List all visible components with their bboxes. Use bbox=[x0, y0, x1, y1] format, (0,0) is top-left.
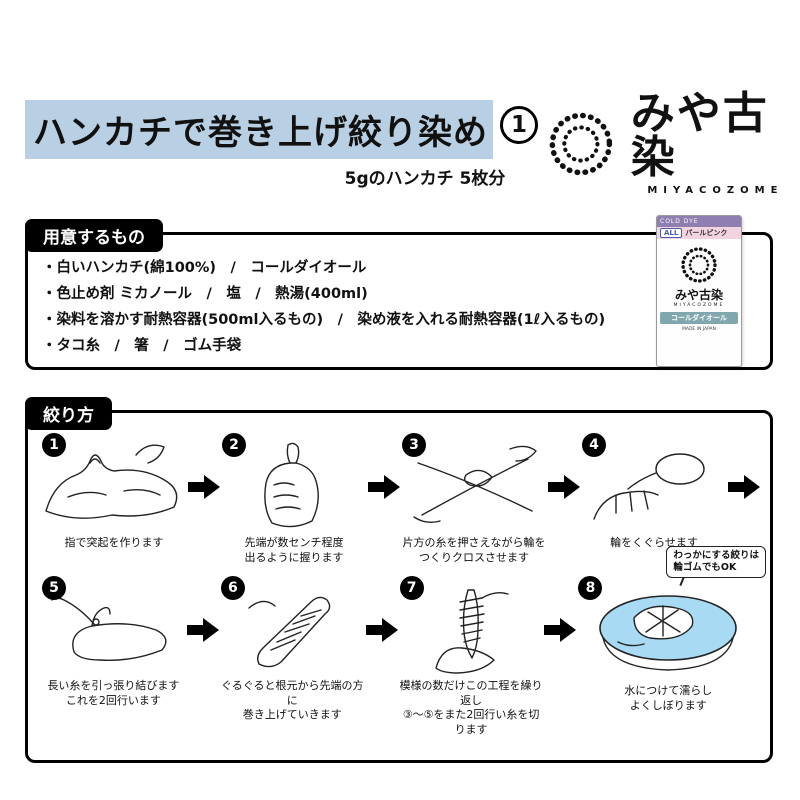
page-title: ハンカチで巻き上げ絞り染め bbox=[25, 100, 493, 159]
step-6-number-badge: 6 bbox=[220, 575, 245, 600]
brand-text-block: みや古染 MIYACOZOME bbox=[630, 88, 800, 197]
prepare-item: ・タコ糸 / 箸 / ゴム手袋 bbox=[42, 338, 242, 354]
arrow-right-icon bbox=[368, 475, 400, 499]
step-5-number-badge: 5 bbox=[42, 575, 66, 600]
step-3: 3 片方の糸を押さえながら輪を つくりクロスさせます bbox=[400, 433, 548, 566]
title-step-number-badge: 1 bbox=[500, 106, 538, 144]
package-dotted-logo-icon bbox=[681, 247, 717, 283]
prepare-item: ・色止め剤 ミカノール / 塩 / 熱湯(400ml) bbox=[42, 286, 368, 302]
step-2-caption: 先端が数センチ程度 出るように握ります bbox=[244, 536, 344, 564]
step-4-number-badge: 4 bbox=[582, 433, 606, 457]
step-4: 4 輪をくぐらせます bbox=[580, 433, 728, 551]
package-product-name: コールダイオール bbox=[660, 312, 738, 324]
step-3-illustration-icon bbox=[413, 445, 537, 524]
prepare-section: 用意するもの ・白いハンカチ(綿100%) / コールダイオール ・色止め剤 ミ… bbox=[25, 215, 773, 370]
step-2-illustration-icon bbox=[264, 442, 319, 528]
step-7-number-badge: 7 bbox=[399, 575, 424, 600]
step-8-illustration-icon bbox=[599, 594, 738, 671]
step-8-number-badge: 8 bbox=[578, 575, 603, 600]
arrow-right-icon bbox=[544, 617, 577, 642]
prepare-list: ・白いハンカチ(綿100%) / コールダイオール ・色止め剤 ミカノール / … bbox=[28, 235, 770, 367]
steps-row-2: 5 長い糸を引っ張り結びます これを2回行います 6 bbox=[40, 545, 767, 738]
step-4-illustration-icon bbox=[593, 453, 705, 520]
arrow-right-icon bbox=[188, 475, 220, 499]
package-made-in: MADE IN JAPAN bbox=[681, 327, 717, 332]
rubber-band-callout: わっかにする絞りは 輪ゴムでもOK bbox=[666, 545, 767, 579]
shibori-heading: 絞り方 bbox=[25, 397, 112, 430]
step-1: 1 指で突起を作ります bbox=[40, 433, 188, 551]
arrow-right-icon bbox=[365, 617, 398, 642]
package-top-band: COLD DYE bbox=[657, 216, 741, 227]
package-brand-roman: MIYACOZOME bbox=[673, 303, 725, 308]
step-5: 5 長い糸を引っ張り結びます これを2回行います bbox=[40, 575, 187, 709]
steps-row-1: 1 指で突起を作ります 2 bbox=[40, 433, 760, 566]
arrow-right-icon bbox=[548, 475, 580, 499]
step-7-illustration-icon bbox=[434, 588, 509, 674]
package-brand-name: みや古染 bbox=[674, 288, 723, 302]
prepare-heading: 用意するもの bbox=[25, 219, 163, 252]
step-6-illustration-icon bbox=[248, 596, 331, 667]
step-1-number-badge: 1 bbox=[42, 433, 66, 457]
step-2-number-badge: 2 bbox=[222, 433, 246, 457]
step-6-caption: ぐるぐると根元から先端の方に 巻き上げていきます bbox=[220, 678, 364, 722]
arrow-right-icon bbox=[186, 617, 219, 642]
brand-name: みや古染 bbox=[630, 88, 769, 183]
step-7-caption: 模様の数だけこの工程を繰り返し ③〜⑤をまた2回行い糸を切ります bbox=[399, 678, 543, 737]
step-1-illustration-icon bbox=[45, 444, 178, 519]
package-shade-name: パールピンク bbox=[685, 229, 728, 237]
brand-logo: みや古染 MIYACOZOME bbox=[545, 92, 800, 196]
steps-rows: 1 指で突起を作ります 2 bbox=[28, 413, 770, 744]
step-8: 8 わっかにする絞りは 輪ゴムでもOK 水につけて濡らし よくしぼります bbox=[576, 545, 767, 714]
dotted-circle-logo-icon bbox=[549, 112, 613, 176]
step-3-number-badge: 3 bbox=[402, 433, 426, 457]
step-8-caption: 水につけて濡らし よくしぼります bbox=[624, 683, 713, 712]
step-5-caption: 長い糸を引っ張り結びます これを2回行います bbox=[47, 678, 180, 707]
step-3-caption: 片方の糸を押さえながら輪を つくりクロスさせます bbox=[402, 536, 546, 564]
prepare-item: ・白いハンカチ(綿100%) / コールダイオール bbox=[42, 260, 367, 276]
arrow-right-icon bbox=[728, 475, 760, 499]
step-1-caption: 指で突起を作ります bbox=[64, 536, 164, 549]
package-all-badge: ALL bbox=[660, 228, 683, 238]
prepare-item: ・染料を溶かす耐熱容器(500ml入るもの) / 染め液を入れる耐熱容器(1ℓ入… bbox=[42, 312, 606, 328]
package-shade-row: ALL パールピンク bbox=[657, 227, 741, 239]
shibori-section: 絞り方 1 指で突起を作ります bbox=[25, 397, 773, 763]
page-subtitle: 5gのハンカチ 5枚分 bbox=[344, 169, 506, 189]
brand-name-roman: MIYACOZOME bbox=[647, 185, 784, 196]
step-6: 6 ぐるぐると根元から先端の方に 巻き上げていきます bbox=[219, 575, 366, 724]
step-2: 2 先端が数センチ程度 出るように握ります bbox=[220, 433, 368, 566]
step-7: 7 模様の数だけこの工程を繰り返し ③〜⑤をまた2回行い糸を切ります bbox=[398, 575, 545, 738]
dye-package-image: COLD DYE ALL パールピンク みや古染 MIYACOZOME コールダ… bbox=[656, 215, 742, 367]
